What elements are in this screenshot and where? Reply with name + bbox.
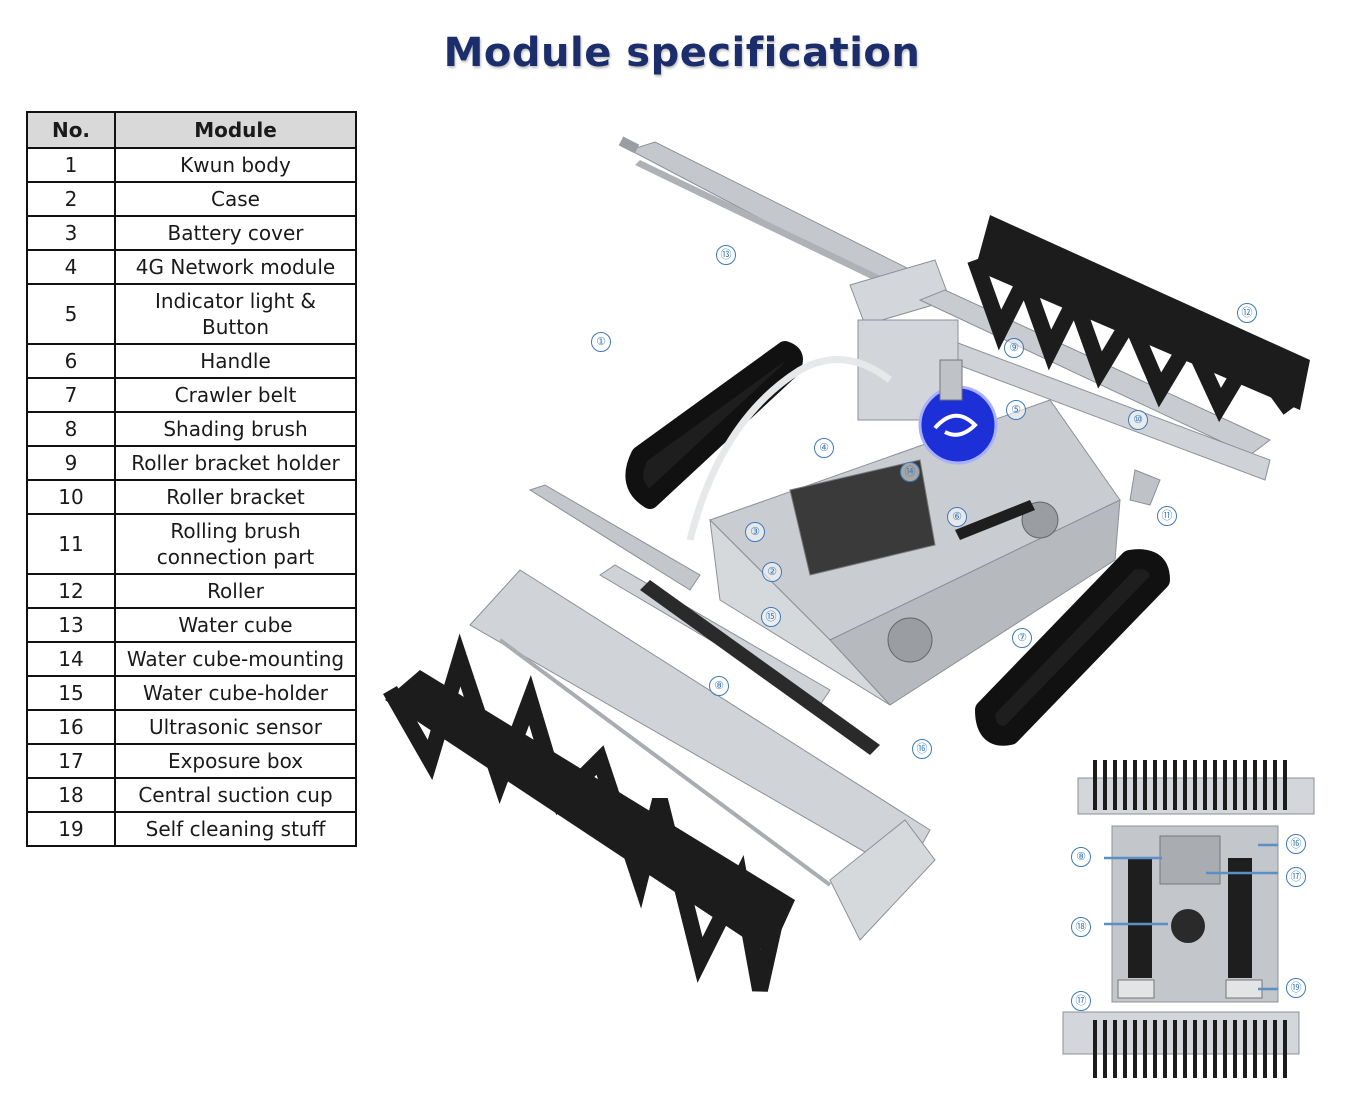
module-name: Rolling brush connection part: [114, 513, 357, 575]
module-name: Handle: [114, 343, 357, 379]
callout-12: ⑫: [1237, 303, 1257, 323]
row-number: 1: [26, 147, 116, 183]
main-body: [709, 319, 1121, 706]
inset-callout-19: ⑲: [1286, 978, 1306, 998]
module-name: Water cube-mounting: [114, 641, 357, 677]
row-number: 9: [26, 445, 116, 481]
callout-6: ⑥: [947, 507, 967, 527]
row-number: 2: [26, 181, 116, 217]
callout-9: ⑨: [1004, 338, 1024, 358]
row-number: 6: [26, 343, 116, 379]
module-name: Indicator light & Button: [114, 283, 357, 345]
callout-5: ⑤: [1006, 400, 1026, 420]
table-header-row: No. Module: [26, 111, 357, 149]
module-name: Water cube-holder: [114, 675, 357, 711]
header-no: No.: [26, 111, 116, 149]
module-name: Roller: [114, 573, 357, 609]
inset-callout-8: ⑧: [1071, 847, 1091, 867]
module-name: Crawler belt: [114, 377, 357, 413]
crawler-belt-left: [625, 341, 803, 509]
row-number: 15: [26, 675, 116, 711]
callout-10: ⑩: [1128, 410, 1148, 430]
callout-11: ⑪: [1157, 506, 1177, 526]
row-number: 4: [26, 249, 116, 285]
callout-3: ③: [745, 522, 765, 542]
callout-2: ②: [762, 562, 782, 582]
module-name: Roller bracket holder: [114, 445, 357, 481]
handle: [955, 500, 1035, 540]
module-name: Battery cover: [114, 215, 357, 251]
callout-13: ⑬: [716, 245, 736, 265]
callout-16: ⑯: [912, 739, 932, 759]
module-name: Exposure box: [114, 743, 357, 779]
row-number: 11: [26, 513, 116, 575]
inset-callout-16: ⑯: [1286, 834, 1306, 854]
module-name: Ultrasonic sensor: [114, 709, 357, 745]
module-name: Central suction cup: [114, 777, 357, 813]
row-number: 7: [26, 377, 116, 413]
callout-15: ⑮: [761, 607, 781, 627]
row-number: 16: [26, 709, 116, 745]
row-number: 5: [26, 283, 116, 345]
inset-callout-18: ⑱: [1071, 917, 1091, 937]
module-name: Kwun body: [114, 147, 357, 183]
roller-bracket-top: [944, 339, 1271, 506]
module-name: Roller bracket: [114, 479, 357, 515]
row-number: 12: [26, 573, 116, 609]
roller-brush-bottom: [383, 633, 795, 992]
row-number: 18: [26, 777, 116, 813]
row-number: 19: [26, 811, 116, 847]
callout-1: ①: [591, 332, 611, 352]
module-name: Case: [114, 181, 357, 217]
module-name: Shading brush: [114, 411, 357, 447]
header-module: Module: [114, 111, 357, 149]
inset-callout-17-top: ⑰: [1286, 867, 1306, 887]
callout-4: ④: [814, 438, 834, 458]
module-name: 4G Network module: [114, 249, 357, 285]
row-number: 3: [26, 215, 116, 251]
module-name: Water cube: [114, 607, 357, 643]
row-number: 17: [26, 743, 116, 779]
callout-8: ⑧: [709, 676, 729, 696]
crawler-belt-right: [975, 549, 1170, 746]
row-number: 14: [26, 641, 116, 677]
callout-14: ⑭: [900, 462, 920, 482]
row-number: 8: [26, 411, 116, 447]
inset-bottom-view: [1062, 760, 1315, 1078]
callout-7: ⑦: [1012, 628, 1032, 648]
row-number: 13: [26, 607, 116, 643]
roller-brush-top: [967, 215, 1310, 423]
inset-callout-17-bottom: ⑰: [1071, 991, 1091, 1011]
row-number: 10: [26, 479, 116, 515]
page-title: Module specification: [443, 30, 921, 76]
hose: [686, 356, 893, 541]
module-name: Self cleaning stuff: [114, 811, 357, 847]
front-frame: [469, 484, 936, 941]
